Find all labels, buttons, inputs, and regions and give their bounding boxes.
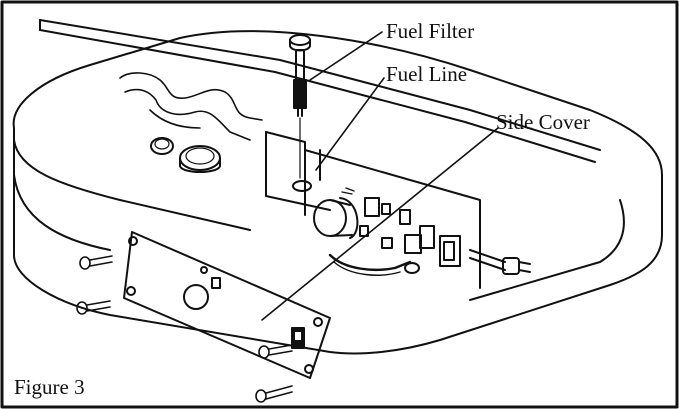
heater-body — [12, 19, 663, 355]
label-side-cover: Side Cover — [496, 110, 590, 134]
screw — [255, 385, 293, 403]
power-plug — [502, 257, 520, 275]
leader-side-cover — [261, 127, 499, 321]
fuel-filter-part — [289, 34, 311, 179]
handle-recess — [119, 72, 263, 141]
tank-cap — [179, 145, 221, 173]
label-fuel-filter: Fuel Filter — [386, 19, 475, 43]
side-cover-part — [123, 231, 331, 379]
fuel-gauge — [150, 137, 174, 155]
screw — [76, 300, 111, 315]
screw — [258, 344, 293, 359]
leader-fuel-filter — [309, 31, 383, 81]
leader-fuel-line — [315, 77, 385, 171]
label-fuel-line: Fuel Line — [386, 62, 468, 86]
screw — [79, 255, 113, 270]
control-compartment — [265, 131, 531, 289]
figure-caption: Figure 3 — [14, 375, 85, 399]
screws — [76, 255, 293, 403]
motor — [313, 199, 347, 237]
